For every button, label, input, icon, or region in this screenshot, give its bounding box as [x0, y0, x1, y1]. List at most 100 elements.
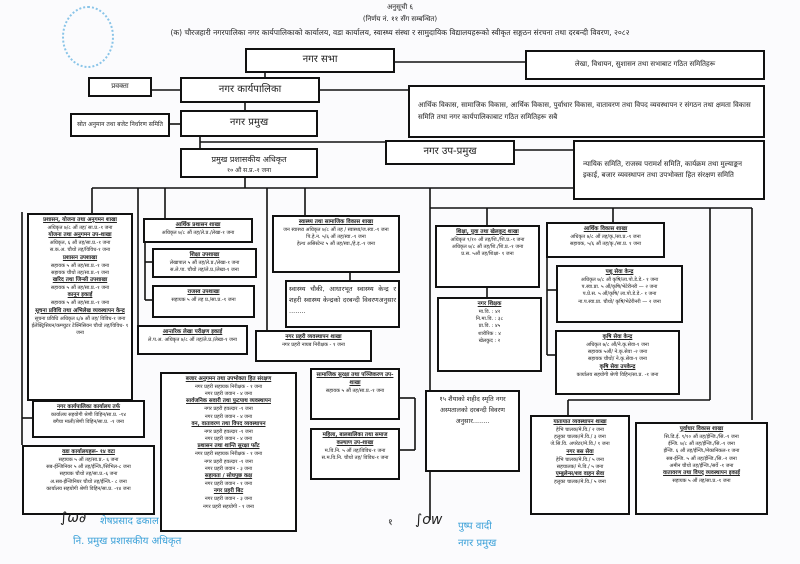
education-subbranch-box: शिक्षा उपशाखालेखापाल ५ औं तह/ले.प्र./लेख…	[152, 248, 257, 278]
section-title: सहायता / सोधपुछ कक्ष	[204, 473, 253, 480]
staff-line: शारीरिक : ४	[478, 330, 501, 337]
staff-line: नगर प्रहरी जवान - ४ जना	[204, 413, 253, 420]
education-youth-sports-branch-box: शिक्षा, युवा तथा खेलकुद शाखाअधिकृत ९/१० …	[435, 225, 540, 288]
staff-line: अधिकृत ९/१० औं तह/शि./शि.प्र.-१ जना	[450, 236, 525, 243]
section-title: कृषि सेवा केन्द्र	[602, 334, 633, 340]
revenue-subbranch-box: राजस्व उपशाखासहायक ५ औं तह प्र./सा.प्र.-…	[152, 285, 255, 318]
staff-line: अधिकृत ७/८ औं/ने.कृ.सेवा-१ जना	[586, 341, 649, 348]
section-title: नगर शिक्षक	[477, 301, 502, 307]
financial-admin-branch-box: आर्थिक प्रशासन शाखाअधिकृत ७/८ औं तह/ले.प…	[143, 218, 253, 243]
women-children-subbranch-box: महिला, बालबालिका तथा समाज कल्याण उप-शाखा…	[310, 428, 400, 480]
spokesperson-box: प्रवक्ता	[88, 77, 152, 97]
section-title: वातावरण तथा विपद् व्यवस्थापन इकाई	[663, 470, 740, 477]
staff-line: सहायक ५ औं तह/सा.प्र.-१ जना	[325, 387, 385, 394]
signatory-left-name: शेषप्रसाद ढकाल	[100, 516, 159, 527]
staff-line: प्र.स. ५औं तह/शिक्षा- १ जना	[461, 251, 514, 258]
health-social-branch-box: स्वास्थ्य तथा सामाजिक विकास शाखाजन स्वास…	[272, 215, 400, 273]
budget-committee-box: स्रोत अनुमान तथा बजेट निर्धारण समिति	[70, 113, 170, 137]
signature-right: ∫ow	[415, 512, 443, 528]
municipal-assembly-box: नगर सभा	[245, 48, 395, 73]
social-security-subbranch-box: सामाजिक सुरक्षा तथा पञ्जिकरण उप- शाखासहा…	[310, 368, 400, 420]
infrastructure-branch-box: पूर्वाधार विकास शाखासि.डि.ई. ९/१० औं तह/…	[635, 422, 768, 515]
section-title: नगर प्रहरी व्यवस्थापन शाखा	[285, 334, 342, 340]
staff-line: खेलकुद : २	[478, 337, 501, 344]
staff-line: कार्यालय सहयोगी श्रेणी विहिन/सा.प्र. -१ …	[576, 371, 659, 378]
section-title: कानुन इकाई	[67, 292, 93, 299]
staff-line: नगर प्रहरी जवान - ४ जना	[204, 436, 253, 443]
staff-line: सहायक, ५/६ औं तह/कृ./सा.प्र. १ जना	[570, 241, 641, 248]
staff-line: सब-ईन्जिनियर ५ औं तह/ईन्जि./सिभिल-८ जना	[46, 464, 131, 471]
section-title: खरिद तथा जिन्सी उपशाखा	[52, 277, 108, 284]
cao-box: प्रमुख प्रशासकीय अधिकृत १० औं स.प्र.-१ ज…	[180, 148, 318, 178]
staff-line: सहायक ५ औं तह/सा.प्र.-१ जना	[50, 262, 110, 269]
section-title: पूर्वाधार विकास शाखा	[679, 426, 724, 432]
section-title: योजना तथा अनुगमन उप-शाखा	[48, 232, 112, 239]
staff-line: लेखापाल ५ औं तह/ले.प्र./लेखा-१ जना	[169, 259, 240, 266]
health-posts-box: स्वास्थ्य चौकी, आधारभूत स्वास्थ्य केन्द्…	[285, 280, 400, 328]
municipal-police-branch-box: नगर प्रहरी व्यवस्थापन शाखानगर प्रहरी नाय…	[255, 330, 372, 362]
section-title: सार्वजनिक सवारी तथा फुटपाथ व्यवस्थापन	[186, 398, 271, 405]
section-title: आर्थिक प्रशासन शाखा	[175, 222, 221, 228]
judicial-committees-box: न्यायिक समिति, राजस्व परामर्श समिति, कार…	[573, 140, 765, 200]
executive-committees-box: आर्थिक विकास, सामाजिक विकास, आर्थिक विका…	[408, 85, 765, 138]
staff-line: अधिकृत, ६ औं तह/सा.प्र.-१ जना	[49, 240, 111, 247]
section-title: नगर बस सेवा	[566, 448, 594, 455]
document-title: (क) चौरजहारी नगरपालिका नगर कार्यपालिकाको…	[170, 28, 630, 37]
signatory-right-title: नगर प्रमुख	[458, 538, 497, 549]
deputy-mayor-box: नगर उप-प्रमुख	[385, 140, 515, 165]
staff-line: हेल्थ असिस्टेन्ट ५ औं तह/स्वा./हे.इ.-१ ज…	[296, 241, 375, 248]
box-text: १५ शैयाको शहीद स्मृति नगर अस्पतालको दरबन…	[439, 395, 506, 426]
staff-line: सहायक ५औं/ ने.कृ.सेवा -२ जना	[587, 349, 648, 356]
staff-line: कार्यालय सहयोगी श्रेणी विहिन/सा.प्र. -१४	[51, 411, 126, 418]
section-title: आन्तरिक लेखा परीक्षण इकाई	[162, 329, 223, 335]
staff-line: स.म.वि.नि. चौथो तह/ विविध-१ जना	[321, 455, 389, 462]
staff-line: सूचना प्रविधि अधिकृत ६/७ औं तह/ विविध-१ …	[34, 315, 126, 322]
staff-line: प.स्वा.प्रा. ५ औं/कृषि/भेटेरीनरी — २ जना	[581, 284, 658, 291]
transport-branch-box: यातायात व्यवस्थापन शाखाहेभि चालक/मे.वि./…	[530, 415, 630, 515]
section-title: सूचना प्रविधि तथा अभिलेख व्यवस्थापन केन्…	[35, 307, 125, 314]
staff-line: नगर प्रहरी जवान - ३ जना	[204, 465, 253, 472]
staff-line: ईलेक्ट्रिसियन/कम्प्युटर टेक्निसियन चौथो …	[31, 322, 129, 337]
mayor-box: नगर प्रमुख	[180, 110, 318, 137]
staff-line: अधिकृत ७/८ औं तह/ले.प्र./लेखा-१ जना	[161, 229, 235, 236]
staff-line: पि.हे.न. ५/६ औं तह/स्वा.-१ जना	[306, 234, 366, 241]
staff-line: नगर प्रहरी हवल्दार -१ जना	[204, 428, 253, 435]
page-number: १	[388, 518, 393, 528]
staff-line: अधिकृत ७/८ औं कृषि/ला.पो.डे.डे.- १ जना	[580, 276, 659, 283]
economic-dev-branch-box: आर्थिक विकास शाखाअधिकृत ७/८ औं तह/कृ./सा…	[546, 222, 665, 258]
staff-line: अधिकृत ७/८ औं तह/ सा.प्र.-१ जना	[47, 224, 113, 231]
section-title: शिक्षा उपशाखा	[189, 252, 220, 258]
staff-line: नगर प्रहरी सहयोगी - १ जना	[203, 503, 254, 510]
section-title: प्रशासन उपशाखा	[62, 254, 98, 261]
section-title: महिला, बालबालिका तथा समाज कल्याण उप-शाखा	[322, 432, 388, 446]
cao-title: प्रमुख प्रशासकीय अधिकृत	[211, 155, 287, 164]
staff-line: ईन्जि. ७/८ औं तह/ईन्जि./सि.-१ जना	[668, 441, 735, 448]
staff-line: अमीन चौथो तह/ईन्जि./सर्वे -१ जना	[669, 462, 734, 469]
section-title: एम्बुलेन्स/शव वाहन सेवा	[555, 471, 605, 478]
box-text: स्वास्थ्य चौकी, आधारभूत स्वास्थ्य केन्द्…	[289, 285, 396, 316]
staff-line: जन स्वास्थ्य अधिकृत ७/८ औं तह / स्वास्थ्…	[283, 226, 389, 233]
section-title: स्वास्थ्य तथा सामाजिक विकास शाखा	[298, 219, 374, 225]
staff-line: ईन्जि. ६ औं तह/ईन्जि./मेकानिकल-१ जना	[663, 448, 740, 455]
staff-line: सब-ईन्जि. ५ औं तह/ईन्जि./सि.-२ जना	[666, 455, 737, 462]
section-title: नगर प्रहरी बिट	[213, 488, 244, 495]
staff-line: प.प्रे.स. ५ औं/कृषि/ ला.पो.डे.डे.- १ जना	[582, 291, 657, 298]
staff-line: नगर प्रहरी सहायक निरीक्षक - १ जना	[194, 451, 263, 458]
staff-line: बगैचा माली/श्रेणी विहिन/सा.प्र. -१ जना	[53, 419, 124, 426]
section-title: प्रशासन, योजना तथा अनुगमन शाखा	[43, 217, 117, 223]
staff-line: नगर प्रहरी जवान - १ जना	[204, 481, 253, 488]
section-title: राजस्व उपशाखा	[187, 289, 220, 295]
staff-line: नगर प्रहरी हवल्दार -१ जना	[204, 406, 253, 413]
signatory-left-title: नि. प्रमुख प्रशासकीय अधिकृत	[73, 536, 182, 547]
staff-line: हलुका चालक/मे.वि./ ३ जना	[554, 434, 606, 441]
section-title: बजार अनुगमन तथा उपभोक्ता हित संरक्षण	[185, 376, 272, 382]
staff-line: नगर प्रहरी जवान - ३ जना	[204, 496, 253, 503]
staff-line: सहायक चौथो/ ने.कृ.सेवा-१ जना	[588, 356, 647, 363]
staff-line: हेभि चालक/मे.वि./ २ जना	[556, 426, 604, 433]
signature-left: ∫ω∂	[60, 510, 87, 526]
section-title: कृषि सेवा उपकेन्द्र	[599, 363, 636, 370]
